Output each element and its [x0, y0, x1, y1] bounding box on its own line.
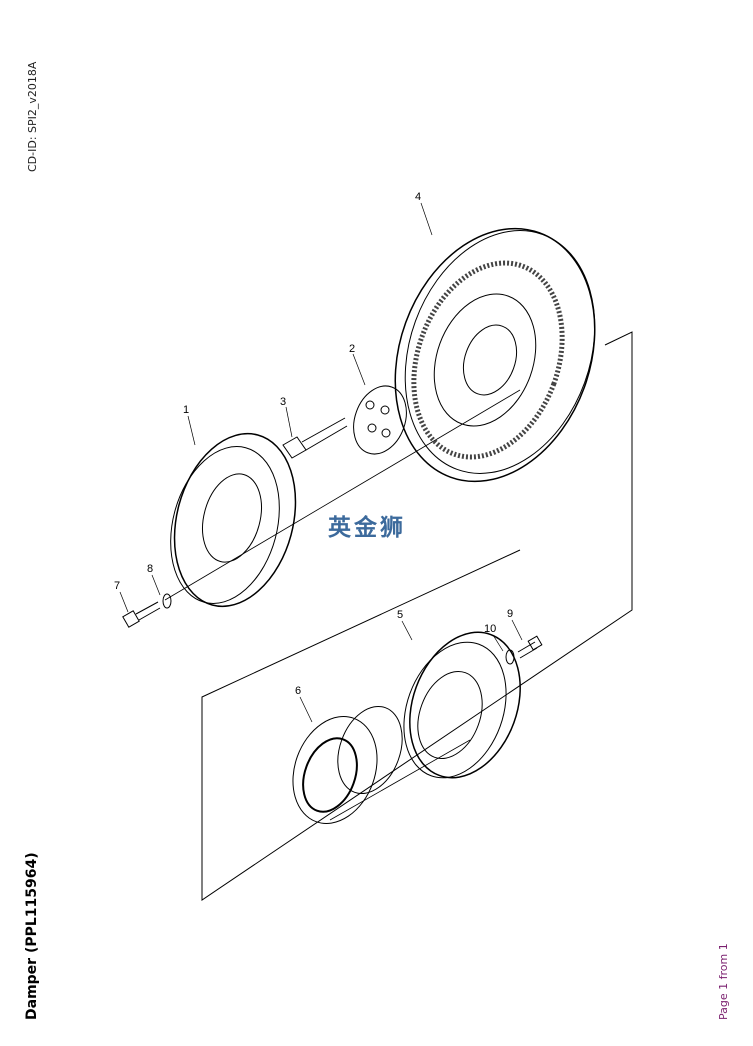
part-9-bolt: [517, 635, 543, 659]
part-3-bolt: [282, 417, 348, 459]
watermark: 英金狮: [328, 515, 406, 541]
callout-8: 8: [147, 563, 153, 575]
part-10-washer: [505, 649, 515, 665]
part-1-pulley: [170, 432, 297, 608]
callout-2: 2: [349, 343, 355, 355]
callout-3: 3: [280, 396, 286, 408]
callout-5: 5: [397, 609, 403, 621]
part-2-spacer: [353, 385, 407, 455]
callout-7: 7: [114, 580, 120, 592]
callout-10: 10: [484, 623, 496, 635]
axis-line-upper: [164, 389, 521, 601]
callout-6: 6: [295, 685, 301, 697]
callout-9: 9: [507, 608, 513, 620]
part-4-viscous-damper: [394, 227, 596, 483]
axis-line-lower: [329, 739, 471, 821]
part-8-washer: [162, 593, 172, 609]
callout-1: 1: [183, 404, 189, 416]
part-7-bolt: [122, 601, 161, 628]
part-6-hub: [292, 705, 403, 824]
leader-lines: [119, 202, 523, 723]
part-5-pulley: [403, 631, 521, 779]
callout-4: 4: [415, 191, 421, 203]
